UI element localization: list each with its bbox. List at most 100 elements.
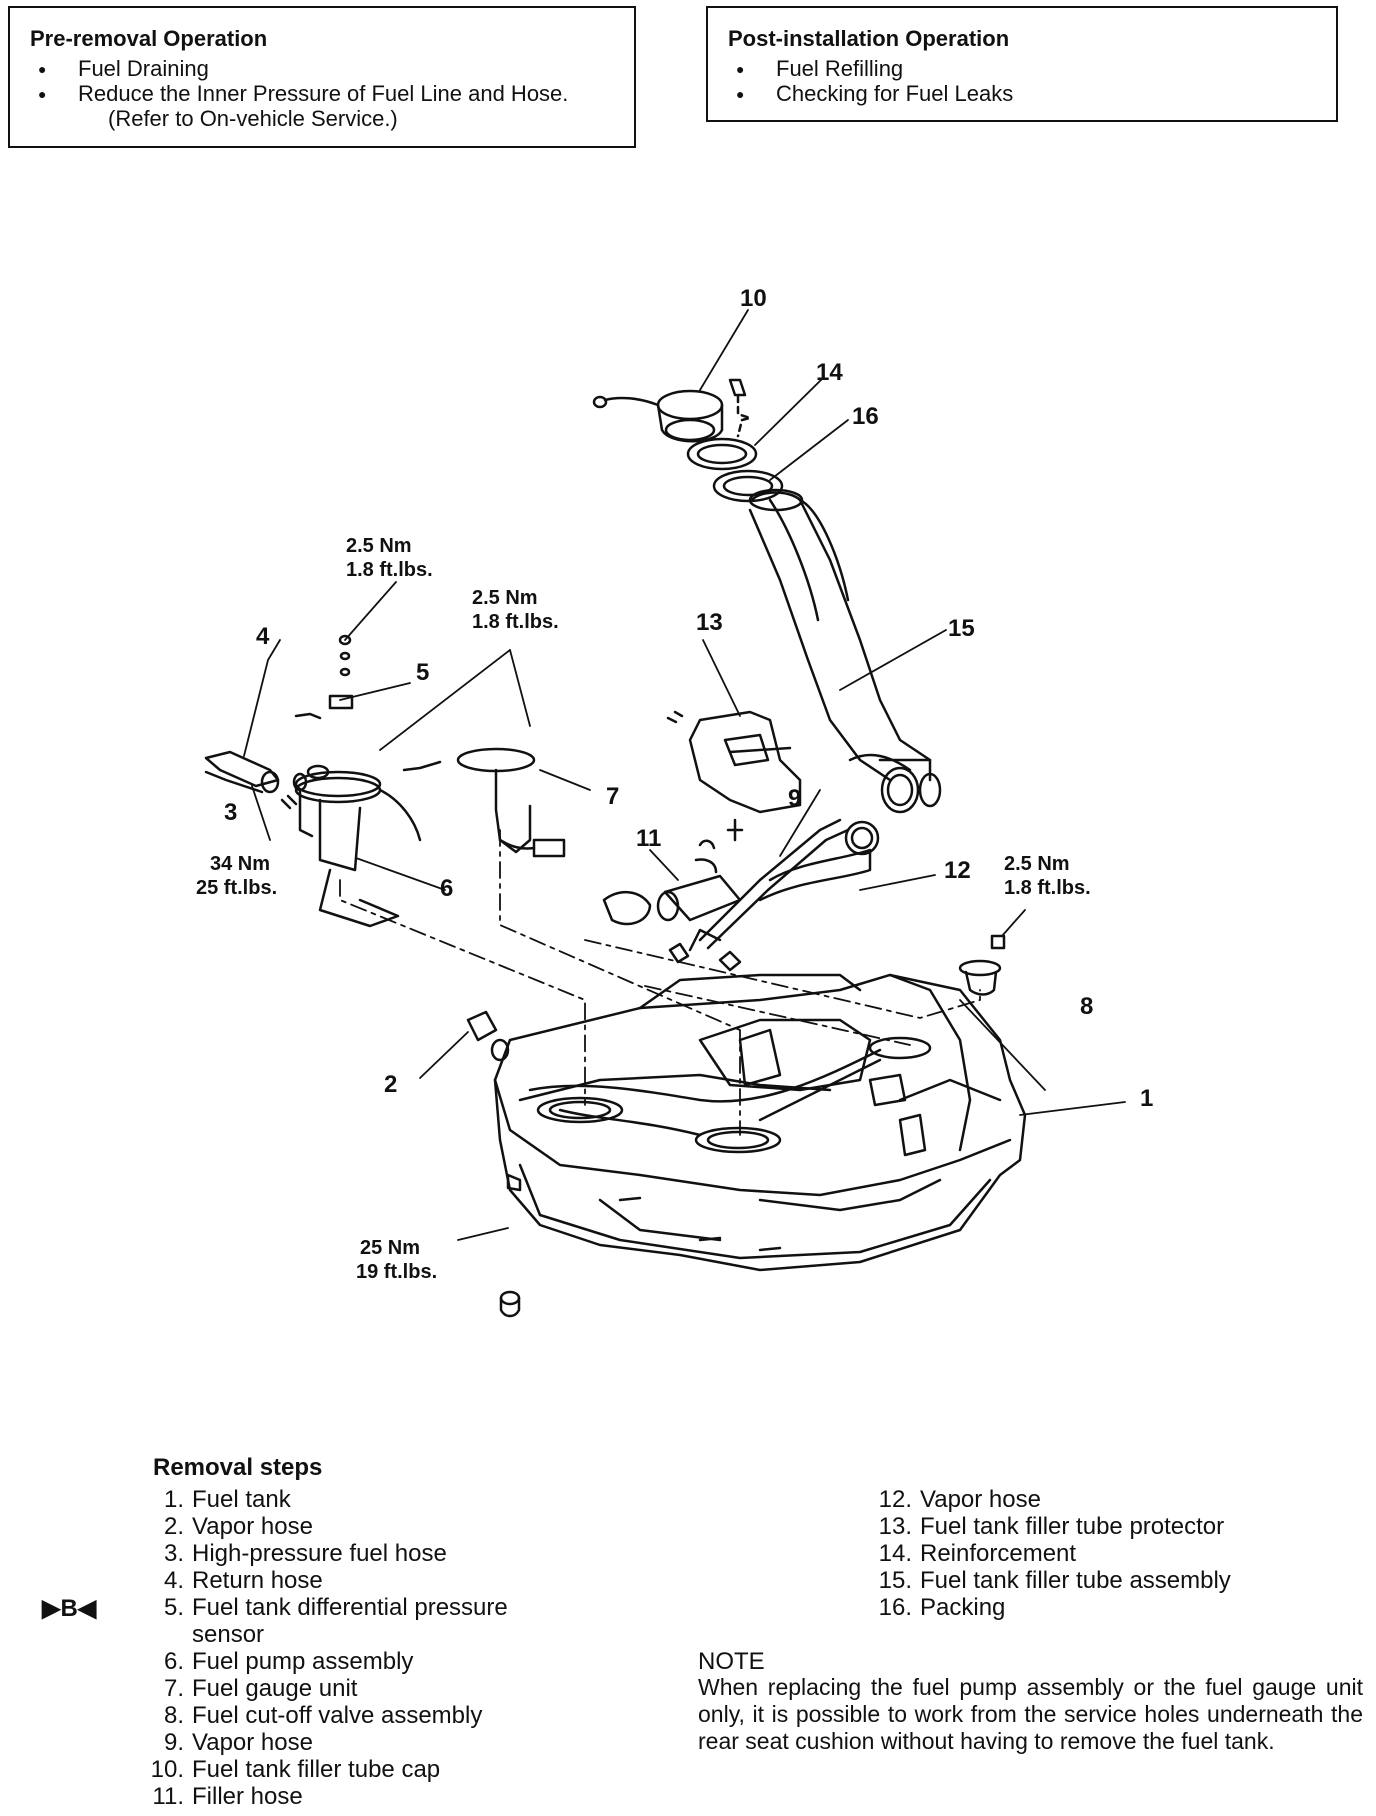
removal-step: 2. Vapor hose [140, 1513, 620, 1540]
post-installation-item: Fuel Refilling [728, 56, 1316, 82]
torque-label: 1.8 ft.lbs. [346, 559, 433, 581]
return-hose-part [204, 750, 308, 794]
torque-label: 2.5 Nm [472, 587, 538, 609]
step-text: Vapor hose [192, 1729, 313, 1756]
step-number: 10. [150, 1756, 184, 1783]
step-text: Fuel tank [192, 1486, 291, 1513]
removal-step: 11. Filler hose [140, 1783, 620, 1810]
fuel-tank-exploded-diagram: 1 2 3 4 5 6 7 8 9 10 11 12 13 14 15 16 2… [196, 285, 1153, 1318]
step-text: Return hose [192, 1567, 323, 1594]
packing-part [712, 469, 784, 503]
post-installation-title: Post-installation Operation [728, 26, 1010, 51]
high-pressure-hose-part [204, 770, 264, 794]
torque-label: 19 ft.lbs. [356, 1261, 437, 1283]
removal-step: 6. Fuel pump assembly [140, 1648, 620, 1675]
fuel-gauge-unit-part [402, 747, 566, 858]
step-number: 13. [878, 1513, 912, 1540]
torque-label: 25 Nm [360, 1237, 420, 1259]
step-text: Vapor hose [920, 1486, 1041, 1513]
step-number: 15. [878, 1567, 912, 1594]
callout-6: 6 [440, 875, 453, 902]
step-text: Fuel tank differential pressure sensor [192, 1594, 508, 1648]
step-text: Fuel tank filler tube assembly [920, 1567, 1231, 1594]
step-number: 2. [163, 1513, 184, 1540]
leader-lines [243, 309, 1126, 1241]
callout-16: 16 [852, 403, 879, 430]
post-installation-list: Fuel Refilling Checking for Fuel Leaks [728, 56, 1316, 107]
step-text: Filler hose [192, 1783, 303, 1810]
step-number: 5. [163, 1594, 184, 1621]
fuel-cut-off-valve-part [958, 934, 1006, 996]
post-installation-item: Checking for Fuel Leaks [728, 81, 1316, 107]
step-number: 14. [878, 1540, 912, 1567]
step-text: Fuel cut-off valve assembly [192, 1702, 483, 1729]
callout-1: 1 [1140, 1085, 1153, 1112]
callout-13: 13 [696, 609, 723, 636]
post-installation-box: Post-installation Operation Fuel Refilli… [706, 6, 1338, 122]
callout-4: 4 [256, 623, 270, 650]
pressure-sensor-part [294, 634, 354, 720]
note-title: NOTE [698, 1648, 765, 1675]
step-number: 7. [163, 1675, 184, 1702]
removal-step: 1. Fuel tank [140, 1486, 620, 1513]
callout-15: 15 [948, 615, 975, 642]
removal-step: 15. Fuel tank filler tube assembly [868, 1567, 1308, 1594]
removal-step: 16. Packing [868, 1594, 1308, 1621]
callout-14: 14 [816, 359, 843, 386]
step-text: Vapor hose [192, 1513, 313, 1540]
step-number: 16. [878, 1594, 912, 1621]
callout-5: 5 [416, 659, 429, 686]
removal-steps-list-right: 12. Vapor hose 13. Fuel tank filler tube p… [868, 1486, 1308, 1621]
step-text: High-pressure fuel hose [192, 1540, 447, 1567]
step-number: 9. [163, 1729, 184, 1756]
step-text: Packing [920, 1594, 1006, 1621]
removal-steps-list-left: 1. Fuel tank 2. Vapor hose 3.High-pressure… [140, 1486, 620, 1810]
removal-step: 10. Fuel tank filler tube cap [140, 1756, 620, 1783]
filler-tube-assembly-part [748, 488, 942, 814]
step-number: 11. [152, 1783, 184, 1810]
tank-vapor-hose-part [466, 1010, 521, 1318]
step-text: Fuel tank filler tube protector [920, 1513, 1225, 1540]
removal-step: 5. Fuel tank differential pressure sensor [140, 1594, 620, 1648]
vapor-hose-part [602, 818, 880, 972]
removal-step: 9. Vapor hose [140, 1729, 620, 1756]
torque-label: 1.8 ft.lbs. [472, 611, 559, 633]
torque-label: 25 ft.lbs. [196, 877, 277, 899]
torque-label: 2.5 Nm [346, 535, 412, 557]
callout-3: 3 [224, 799, 237, 826]
removal-step: 7.Fuel gauge unit [140, 1675, 620, 1702]
removal-step: 12. Vapor hose [868, 1486, 1308, 1513]
removal-step: 14. Reinforcement [868, 1540, 1308, 1567]
fuel-pump-assembly-part [280, 764, 422, 928]
step-number: 1. [163, 1486, 184, 1513]
callout-10: 10 [740, 285, 767, 312]
torque-label: 2.5 Nm [1004, 853, 1070, 875]
step-number: 12. [878, 1486, 912, 1513]
removal-step: 3.High-pressure fuel hose [140, 1540, 620, 1567]
fuel-tank-part [493, 973, 1027, 1272]
b-marker-icon: ▶B◀ [42, 1595, 97, 1622]
removal-steps-title: Removal steps [153, 1454, 323, 1481]
step-text: Reinforcement [920, 1540, 1077, 1567]
step-number: 6. [163, 1648, 184, 1675]
callout-12: 12 [944, 857, 971, 884]
callout-7: 7 [606, 783, 619, 810]
step-text: Fuel tank filler tube cap [192, 1756, 441, 1783]
pre-removal-list: Fuel Draining Reduce the Inner Pressure … [30, 56, 614, 107]
callout-2: 2 [384, 1071, 397, 1098]
step-number: 8. [163, 1702, 184, 1729]
reinforcement-part [686, 437, 758, 471]
filler-tube-cap-part [592, 378, 752, 443]
torque-label: 34 Nm [210, 853, 270, 875]
pre-removal-title: Pre-removal Operation [30, 26, 268, 51]
filler-tube-protector-part [666, 710, 802, 842]
torque-label: 1.8 ft.lbs. [1004, 877, 1091, 899]
step-text: Fuel pump assembly [192, 1648, 414, 1675]
removal-step: 13. Fuel tank filler tube protector [868, 1513, 1308, 1540]
pre-removal-item: Reduce the Inner Pressure of Fuel Line a… [30, 81, 614, 107]
removal-step: 4.Return hose [140, 1567, 620, 1594]
removal-step: 8. Fuel cut-off valve assembly [140, 1702, 620, 1729]
pre-removal-box: Pre-removal Operation Fuel Draining Redu… [8, 6, 636, 148]
callout-11: 11 [636, 825, 661, 852]
callout-8: 8 [1080, 993, 1093, 1020]
